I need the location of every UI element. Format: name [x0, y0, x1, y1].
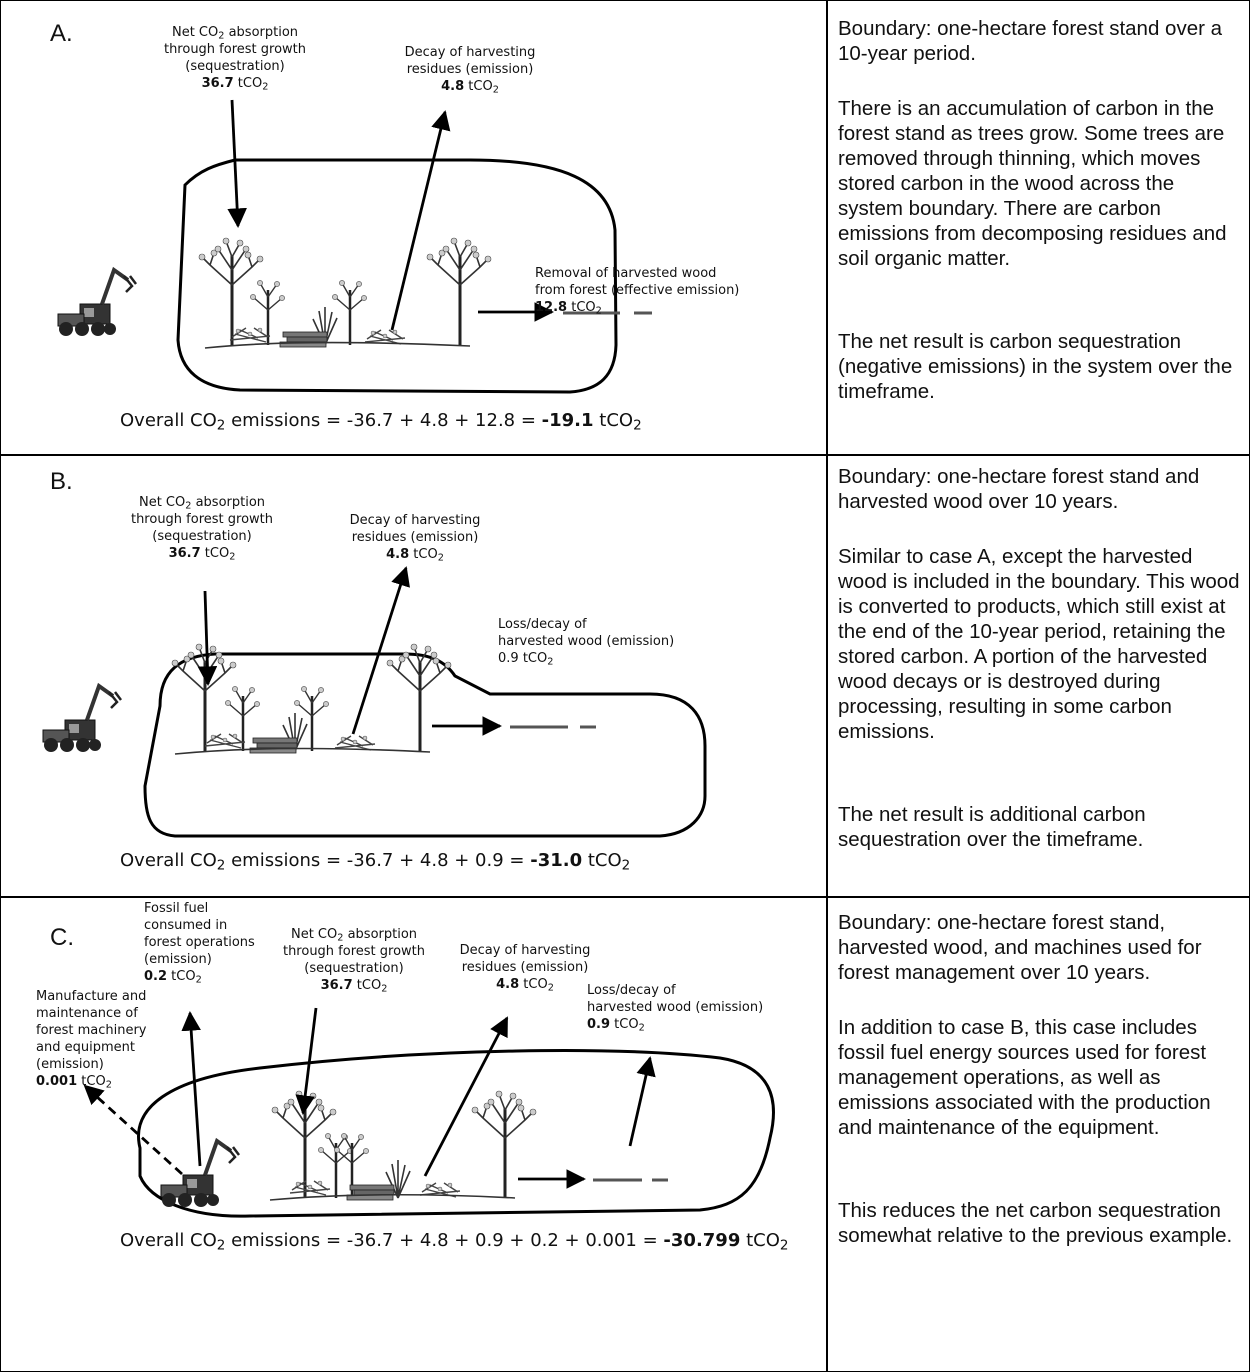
residue-icon: [289, 1180, 331, 1196]
panel-a: A. Net CO2 absorption through forest gro…: [0, 0, 826, 454]
residue-icon: [204, 733, 246, 749]
panel-b: B. Net CO2 absorption through forest gro…: [0, 456, 826, 896]
row-divider: [0, 454, 1250, 456]
panel-letter: C.: [50, 924, 74, 951]
sequestration-label: Net CO2 absorption through forest growth…: [282, 927, 426, 995]
tree-icon: [385, 642, 453, 753]
panel-letter: B.: [50, 468, 73, 495]
equation-c: Overall CO2 emissions = -36.7 + 4.8 + 0.…: [120, 1230, 789, 1254]
description-c: Boundary: one-hectare forest stand, harv…: [838, 910, 1243, 1248]
harvester-icon: [41, 684, 123, 754]
decay-label: Decay of harvesting residues (emission) …: [349, 513, 481, 564]
column-divider: [826, 0, 828, 1372]
manufacture-arrow: [83, 1084, 183, 1176]
residue-icon: [334, 735, 376, 751]
panel-letter: A.: [50, 20, 73, 47]
loss-label: Loss/decay of harvested wood (emission) …: [498, 617, 675, 668]
sequestration-arrow: [295, 1007, 318, 1115]
system-boundary-c: [137, 1049, 775, 1218]
sequestration-label: Net CO2 absorption through forest growth…: [163, 25, 307, 93]
description-b: Boundary: one-hectare forest stand and h…: [838, 464, 1243, 852]
body-text: There is an accumulation of carbon in th…: [838, 97, 1227, 270]
sequestration-arrow: [227, 99, 247, 228]
panel-c-drawing: [83, 1007, 775, 1218]
residue-icon: [364, 329, 406, 345]
loss-label: Loss/decay of harvested wood (emission) …: [587, 983, 764, 1034]
tree-icon: [197, 236, 265, 347]
logs-icon: [346, 1184, 395, 1201]
decay-arrow: [390, 110, 451, 331]
fuel-label: Fossil fuel consumed in forest operation…: [144, 901, 255, 986]
panel-a-drawing: [56, 99, 652, 394]
sequestration-arrow: [197, 590, 218, 686]
result-text: This reduces the net carbon sequestratio…: [838, 1199, 1233, 1247]
decay-arrow: [423, 1016, 509, 1177]
manufacture-label: Manufacture and maintenance of forest ma…: [36, 989, 147, 1091]
tree-icon: [331, 279, 368, 347]
result-text: The net result is additional carbon sequ…: [838, 803, 1146, 851]
logs-icon: [249, 737, 298, 754]
row-divider: [0, 896, 1250, 898]
result-text: The net result is carbon sequestration (…: [838, 330, 1233, 403]
body-text: Similar to case A, except the harvested …: [838, 545, 1240, 743]
logs-icon: [279, 331, 328, 348]
fuel-arrow: [181, 1011, 202, 1167]
panel-c: C. Fossil fuel consumed in forest operat…: [0, 898, 826, 1372]
decay-arrow: [351, 566, 410, 735]
decay-label: Decay of harvesting residues (emission) …: [459, 943, 591, 994]
boundary-text: Boundary: one-hectare forest stand and h…: [838, 465, 1200, 513]
loss-arrow: [628, 1056, 656, 1147]
tree-icon: [425, 236, 493, 347]
equation-b: Overall CO2 emissions = -36.7 + 4.8 + 0.…: [120, 850, 631, 874]
panel-b-drawing: [41, 566, 707, 838]
tree-icon: [470, 1089, 538, 1200]
boundary-text: Boundary: one-hectare forest stand, harv…: [838, 911, 1202, 984]
tree-icon: [249, 279, 286, 347]
description-a: Boundary: one-hectare forest stand over …: [838, 16, 1243, 404]
residue-icon: [229, 327, 271, 343]
boundary-text: Boundary: one-hectare forest stand over …: [838, 17, 1223, 65]
sequestration-label: Net CO2 absorption through forest growth…: [130, 495, 274, 563]
decay-label: Decay of harvesting residues (emission) …: [404, 45, 536, 96]
harvester-icon: [56, 268, 138, 338]
equation-a: Overall CO2 emissions = -36.7 + 4.8 + 12…: [120, 410, 642, 434]
tree-icon: [170, 642, 238, 753]
body-text: In addition to case B, this case include…: [838, 1016, 1211, 1139]
removal-label: Removal of harvested wood from forest (e…: [535, 266, 740, 317]
